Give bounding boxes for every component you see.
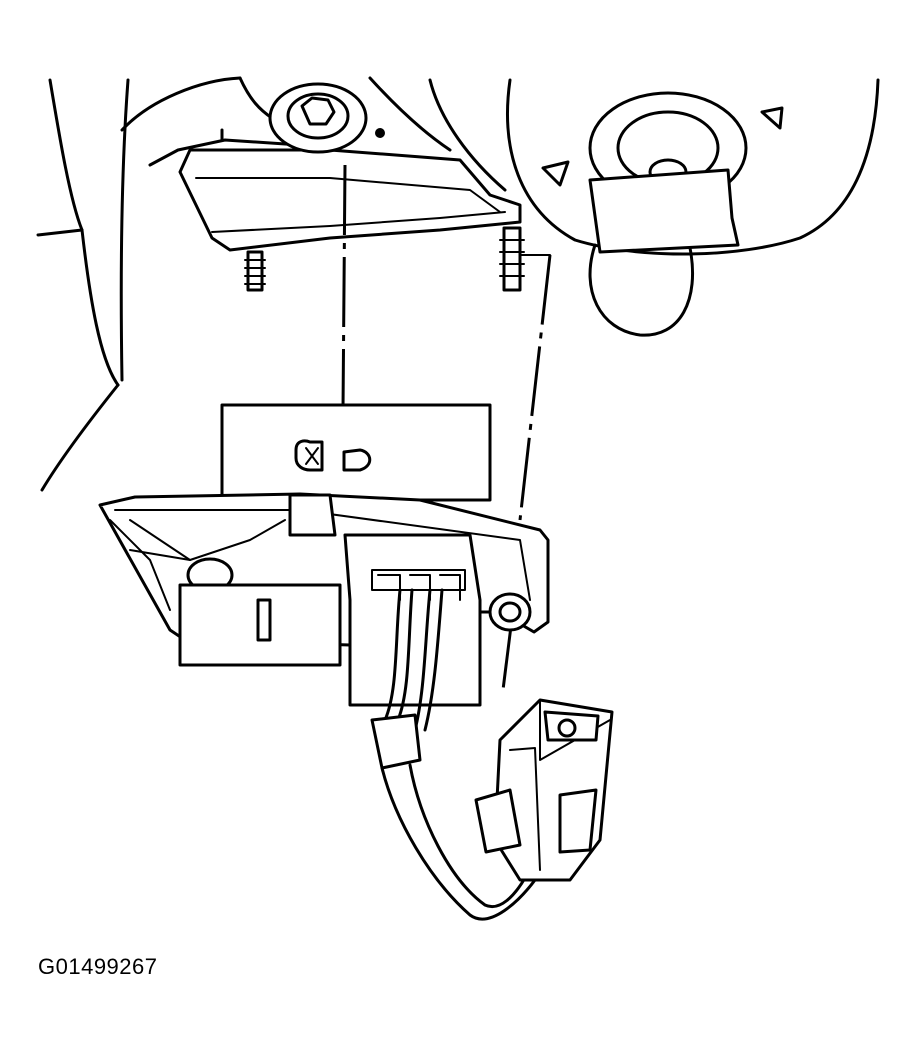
resistor-housing [98,492,550,707]
heater-case-upper [148,76,525,292]
resistor-card [220,403,492,502]
electrical-connector [474,698,614,882]
blower-motor [428,78,880,337]
wiring-harness [370,588,537,921]
side-panel-outline [36,76,242,492]
figure-id-label: G01499267 [38,954,158,979]
